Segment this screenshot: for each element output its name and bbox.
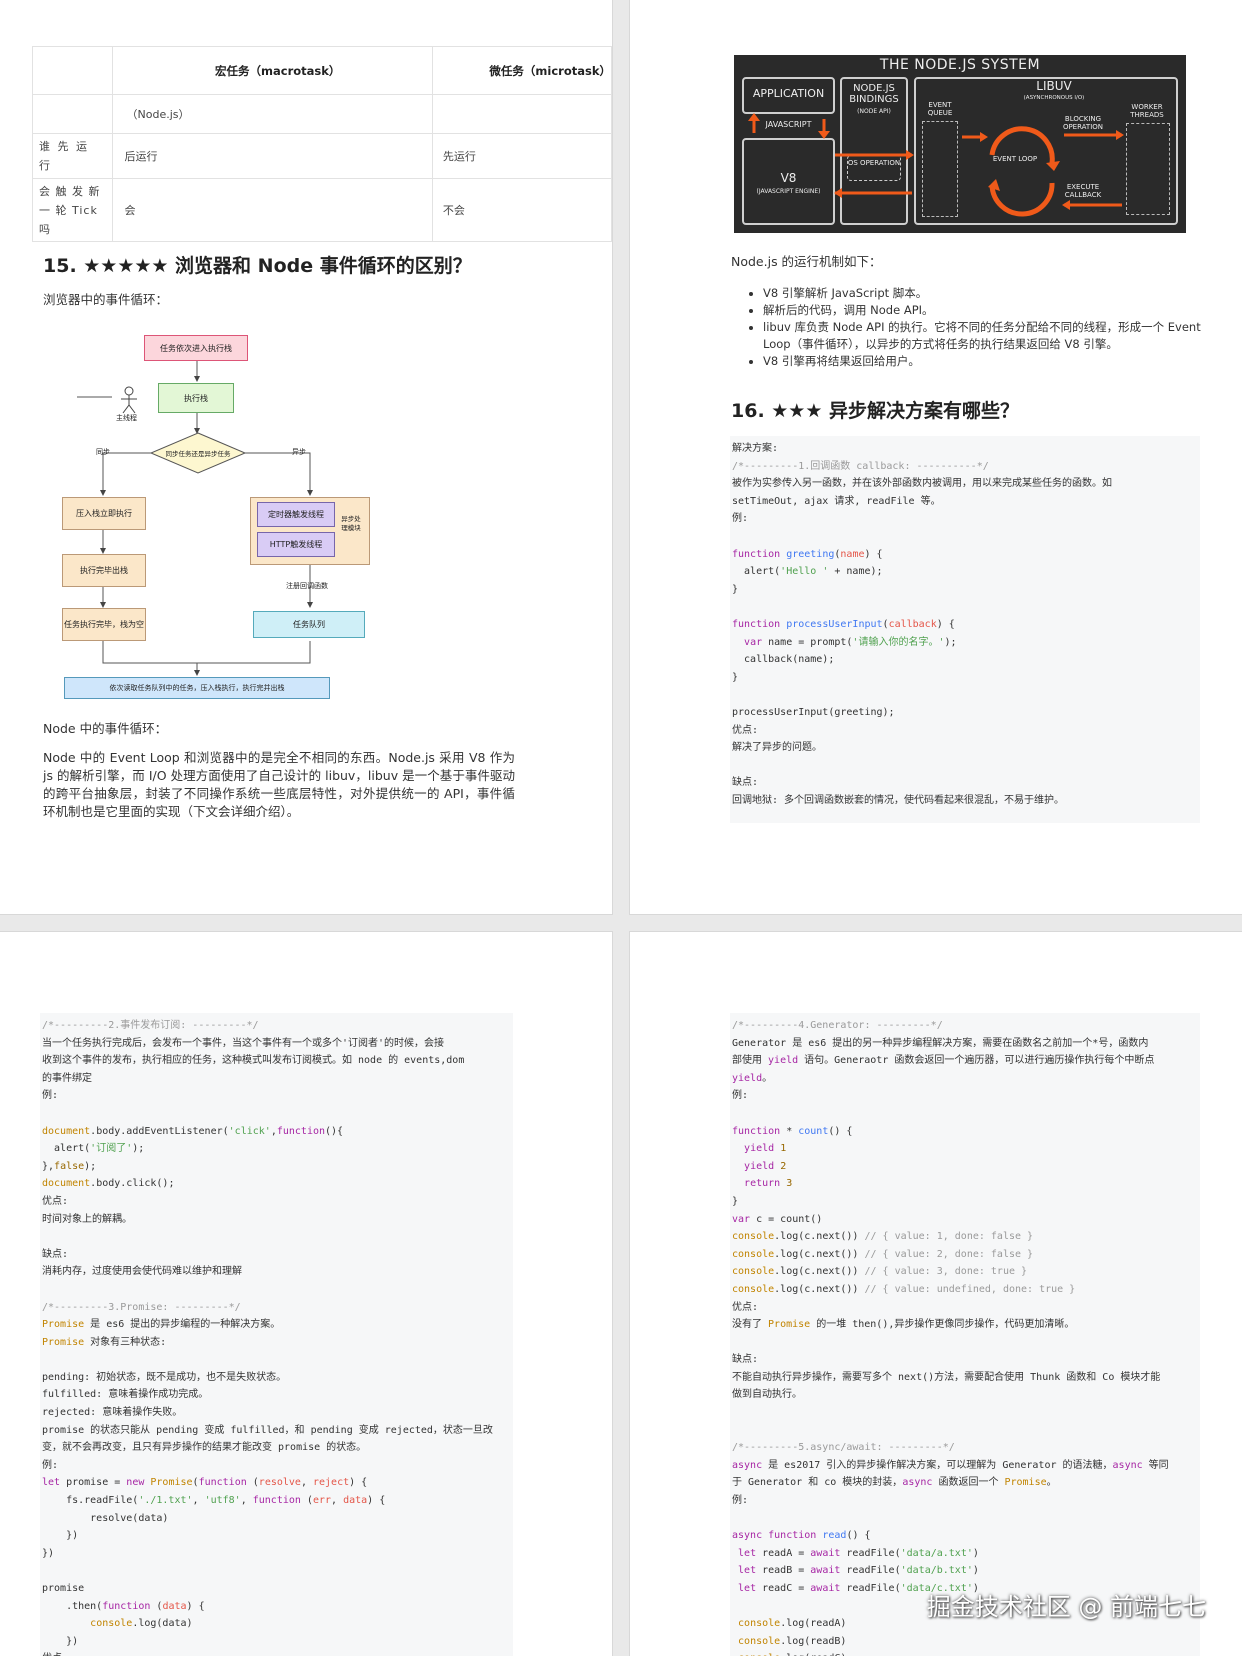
flow-async-label: 异步 bbox=[292, 448, 306, 456]
bindings-sub-label: (NODE API) bbox=[857, 108, 891, 115]
table-cell: （Node.js） bbox=[111, 94, 433, 134]
browser-loop-intro: 浏览器中的事件循环： bbox=[43, 292, 169, 307]
event-queue-label: EVENT QUEUE bbox=[927, 101, 953, 117]
flow-register-cb-label: 注册回调函数 bbox=[286, 582, 328, 590]
table-header-row: 宏任务（macrotask） 微任务（microtask） bbox=[32, 46, 612, 95]
nodejs-system-diagram: THE NODE.JS SYSTEM APPLICATION JAVASCRIP… bbox=[734, 55, 1186, 233]
document-page-1: 宏任务（macrotask） 微任务（microtask） （Node.js） … bbox=[0, 0, 613, 915]
flow-stack-node: 执行栈 bbox=[158, 383, 234, 413]
flow-main-thread-label: 主线程 bbox=[116, 414, 137, 422]
table-row: 谁 先 运 行 后运行 先运行 bbox=[32, 133, 612, 179]
code-block-callback: 解决方案:/*---------1.回调函数 callback: -------… bbox=[730, 436, 1200, 823]
flow-final-node: 依次读取任务队列中的任务，压入栈执行，执行完并出栈 bbox=[64, 677, 330, 699]
event-loop-label: EVENT LOOP bbox=[992, 155, 1038, 163]
nodejs-mechanism-intro: Node.js 的运行机制如下： bbox=[731, 254, 882, 269]
table-header-cell bbox=[32, 46, 113, 95]
section-16-title: 16. ★★★ 异步解决方案有哪些？ bbox=[731, 400, 1019, 422]
node-loop-paragraph: Node 中的 Event Loop 和浏览器中的是完全不相同的东西。Node.… bbox=[43, 750, 515, 819]
flow-async-module-label: 异步处理模块 bbox=[341, 515, 361, 532]
v8-label: V8 bbox=[780, 171, 797, 185]
code-block-pubsub-promise: /*---------2.事件发布订阅: ---------*/当一个任务执行完… bbox=[40, 1013, 513, 1656]
table-cell: 不会 bbox=[431, 178, 612, 242]
worker-threads-box bbox=[1126, 123, 1170, 215]
javascript-label: JAVASCRIPT bbox=[765, 120, 812, 129]
v8-box bbox=[742, 138, 835, 225]
node-loop-intro: Node 中的事件循环： bbox=[43, 721, 168, 736]
flow-http-node: HTTP触发线程 bbox=[257, 532, 335, 557]
flowchart-connectors bbox=[77, 360, 313, 676]
event-queue-box bbox=[922, 121, 958, 217]
list-item: V8 引擎再将结果返回给用户。 bbox=[763, 353, 1218, 370]
nodejs-mechanism-list: V8 引擎解析 JavaScript 脚本。 解析后的代码，调用 Node AP… bbox=[743, 285, 1218, 370]
diagram-arrows bbox=[748, 113, 1124, 217]
flow-decision-label: 同步任务还是异步任务 bbox=[165, 450, 231, 458]
list-item: libuv 库负责 Node API 的执行。它将不同的任务分配给不同的线程，形… bbox=[763, 319, 1218, 353]
application-box bbox=[742, 77, 835, 114]
list-item: 解析后的代码，调用 Node API。 bbox=[763, 302, 1218, 319]
flow-exec-pop-node: 执行完毕出栈 bbox=[62, 554, 146, 587]
list-item: V8 引擎解析 JavaScript 脚本。 bbox=[763, 285, 1218, 302]
flow-push-exec-node: 压入栈立即执行 bbox=[62, 497, 146, 530]
bindings-label: NODE.JS BINDINGS bbox=[849, 83, 899, 105]
table-row: （Node.js） bbox=[32, 94, 612, 134]
section-15-title: 15. ★★★★★ 浏览器和 Node 事件循环的区别？ bbox=[43, 255, 472, 277]
document-page-4: /*---------4.Generator: ---------*/Gener… bbox=[629, 931, 1242, 1656]
watermark: 掘金技术社区 @ 前端七七 bbox=[926, 1593, 1206, 1621]
blocking-operation-label: BLOCKING OPERATION bbox=[1062, 115, 1104, 131]
flow-queue-node: 任务队列 bbox=[253, 611, 365, 638]
task-comparison-table: 宏任务（macrotask） 微任务（microtask） （Node.js） … bbox=[32, 46, 612, 242]
worker-threads-label: WORKER THREADS bbox=[1130, 103, 1164, 119]
libuv-sub-label: (ASYNCHRONOUS I/O) bbox=[1023, 95, 1085, 101]
browser-event-loop-flowchart: 任务依次进入执行栈 执行栈 主线程 同步任务还是异步任务 同步 异步 压入栈立即… bbox=[40, 325, 420, 705]
flow-empty-node: 任务执行完毕，栈为空 bbox=[62, 608, 146, 641]
flow-timer-node: 定时器触发线程 bbox=[257, 502, 335, 527]
diagram-title: THE NODE.JS SYSTEM bbox=[879, 57, 1041, 73]
flow-sync-label: 同步 bbox=[96, 448, 110, 456]
application-label: APPLICATION bbox=[752, 87, 825, 100]
flow-start-node: 任务依次进入执行栈 bbox=[144, 335, 248, 361]
table-cell: 先运行 bbox=[431, 133, 612, 179]
table-row: 会 触 发 新 一 轮 Tick 吗 会 不会 bbox=[32, 178, 612, 242]
libuv-label: LIBUV bbox=[1036, 79, 1072, 93]
execute-callback-label: EXECUTE CALLBACK bbox=[1064, 183, 1102, 199]
table-cell: 会 触 发 新 一 轮 Tick 吗 bbox=[32, 178, 113, 242]
table-cell bbox=[32, 94, 113, 134]
code-block-generator-async: /*---------4.Generator: ---------*/Gener… bbox=[730, 1013, 1200, 1656]
table-cell bbox=[431, 94, 612, 134]
table-header-cell: 宏任务（macrotask） bbox=[111, 46, 433, 95]
libuv-box bbox=[914, 77, 1178, 225]
table-cell: 后运行 bbox=[111, 133, 433, 179]
table-header-cell: 微任务（microtask） bbox=[431, 46, 612, 95]
v8-sub-label: (JAVASCRIPT ENGINE) bbox=[756, 188, 821, 195]
table-cell: 会 bbox=[111, 178, 433, 242]
os-operation-label: OS OPERATION bbox=[847, 159, 901, 167]
table-cell: 谁 先 运 行 bbox=[32, 133, 113, 179]
document-page-3: /*---------2.事件发布订阅: ---------*/当一个任务执行完… bbox=[0, 931, 613, 1656]
